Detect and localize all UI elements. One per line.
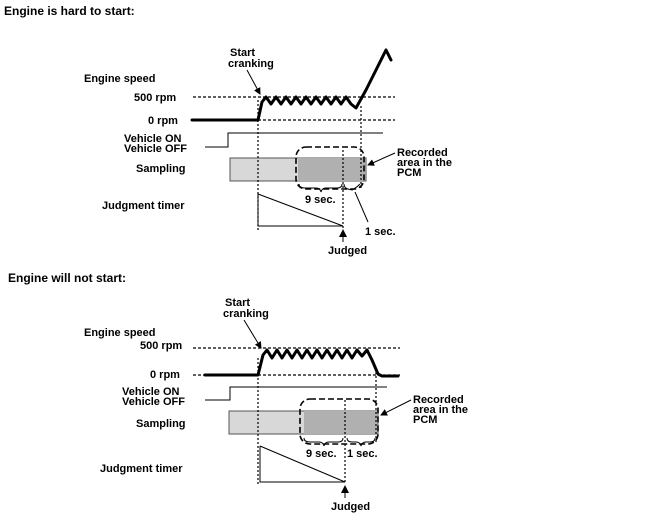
recorded-area-box (295, 146, 365, 190)
judgment-timer-label: Judgment timer (102, 200, 185, 212)
section-title: Engine will not start: (8, 271, 126, 285)
engine-speed-label: Engine speed (84, 327, 156, 339)
start-cranking-label-line2: cranking (228, 58, 274, 70)
vehicle-on-label: Vehicle ON (124, 133, 182, 145)
vehicle-on-off-trace (205, 132, 383, 148)
nine-sec-label: 9 sec. (305, 194, 336, 206)
one-sec-brace (346, 437, 376, 447)
recorded-label-line1: Recorded (397, 147, 448, 159)
start-cranking-label-line1: Start (225, 297, 250, 309)
nine-sec-brace (303, 437, 344, 447)
judgment-timer-frame (257, 194, 343, 227)
sampling-label: Sampling (136, 163, 186, 175)
recorded-label-line3: PCM (413, 414, 437, 426)
will-not-start-section: Engine will not start: Start cranking En… (8, 271, 468, 513)
one-sec-label: 1 sec. (365, 226, 396, 238)
recorded-area-box (299, 398, 379, 445)
rpm-0-label: 0 rpm (150, 369, 180, 381)
recorded-label-line2: area in the (413, 404, 468, 416)
vehicle-on-label: Vehicle ON (122, 386, 180, 398)
rpm-500-label: 500 rpm (134, 92, 176, 104)
start-cranking-label-line2: cranking (223, 308, 269, 320)
vehicle-off-label: Vehicle OFF (124, 143, 187, 155)
nine-sec-label: 9 sec. (306, 448, 337, 460)
start-cranking-arrow (246, 69, 261, 95)
judgment-timer-label: Judgment timer (100, 463, 183, 475)
rpm-0-label: 0 rpm (148, 115, 178, 127)
section-title: Engine is hard to start: (4, 4, 135, 18)
one-sec-brace (343, 183, 361, 191)
judgment-timer-ramp (257, 193, 344, 227)
start-cranking-label-line1: Start (230, 47, 255, 59)
engine-speed-trace (190, 48, 393, 122)
recorded-area-arrow (380, 399, 412, 416)
engine-speed-trace (203, 348, 400, 378)
vehicle-off-label: Vehicle OFF (122, 396, 185, 408)
engine-speed-label: Engine speed (84, 73, 156, 85)
judgment-timer-ramp (259, 445, 346, 483)
one-sec-label: 1 sec. (347, 448, 378, 460)
judgment-timer-frame (259, 446, 345, 483)
recorded-label-line2: area in the (397, 157, 452, 169)
recorded-sampling-area (298, 158, 365, 181)
one-sec-leader (354, 191, 369, 223)
recorded-label-line1: Recorded (413, 394, 464, 406)
recorded-label-line3: PCM (397, 167, 421, 179)
nine-sec-brace (298, 183, 343, 193)
rpm-500-label: 500 rpm (140, 340, 182, 352)
sampling-label: Sampling (136, 418, 186, 430)
recorded-sampling-area (304, 411, 377, 434)
start-cranking-arrow (243, 319, 262, 349)
judged-label: Judged (328, 245, 367, 257)
hard-to-start-section: Engine is hard to start: Start cranking … (4, 4, 452, 257)
vehicle-on-off-trace (205, 386, 387, 401)
recorded-area-arrow (367, 152, 396, 166)
judged-label: Judged (331, 501, 370, 513)
